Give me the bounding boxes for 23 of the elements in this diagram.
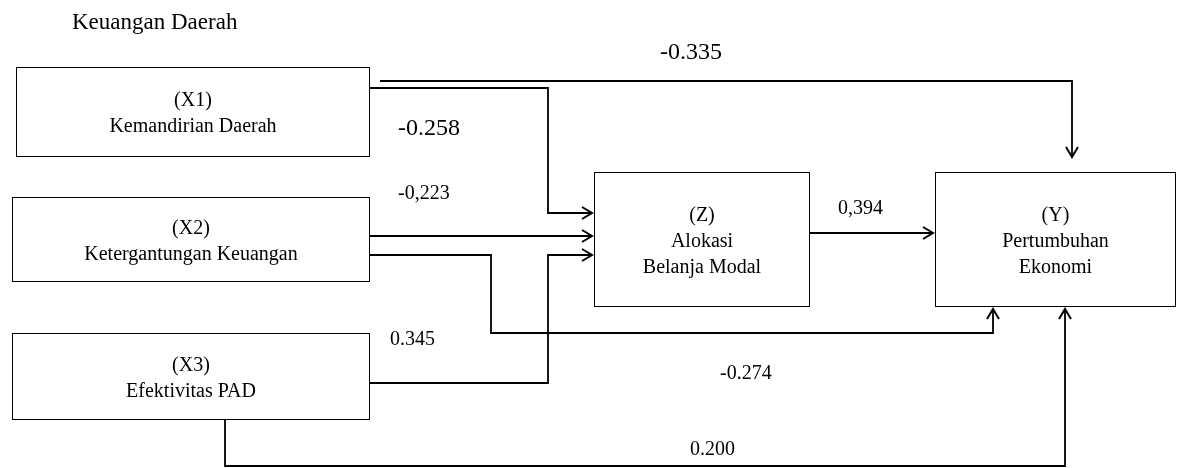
variable-code: (Y) [1040, 201, 1071, 227]
variable-box [12, 333, 370, 420]
variable-box [16, 67, 370, 157]
arrow [379, 80, 1079, 158]
variable-name: Pertumbuhan Ekonomi [1001, 227, 1110, 279]
variable-name: Alokasi Belanja Modal [641, 227, 763, 279]
arrow [809, 226, 934, 240]
arrow [369, 87, 593, 220]
variable-name: Kemandirian Daerah [109, 113, 277, 138]
variable-code: (Z) [688, 201, 716, 227]
variable-box [12, 197, 370, 282]
arrow [369, 254, 1000, 334]
variable-code: (X3) [172, 351, 210, 377]
arrow [224, 308, 1072, 467]
diagram-title: Keuangan Daerah [72, 8, 238, 36]
variable-box [594, 172, 810, 307]
variable-code: (X2) [172, 214, 210, 240]
arrow [369, 229, 593, 243]
variable-name: Efektivitas PAD [126, 377, 256, 403]
arrow [369, 248, 593, 384]
variable-name: Ketergantungan Keuangan [84, 240, 298, 266]
variable-code: (X1) [174, 87, 212, 112]
variable-box [935, 172, 1176, 307]
